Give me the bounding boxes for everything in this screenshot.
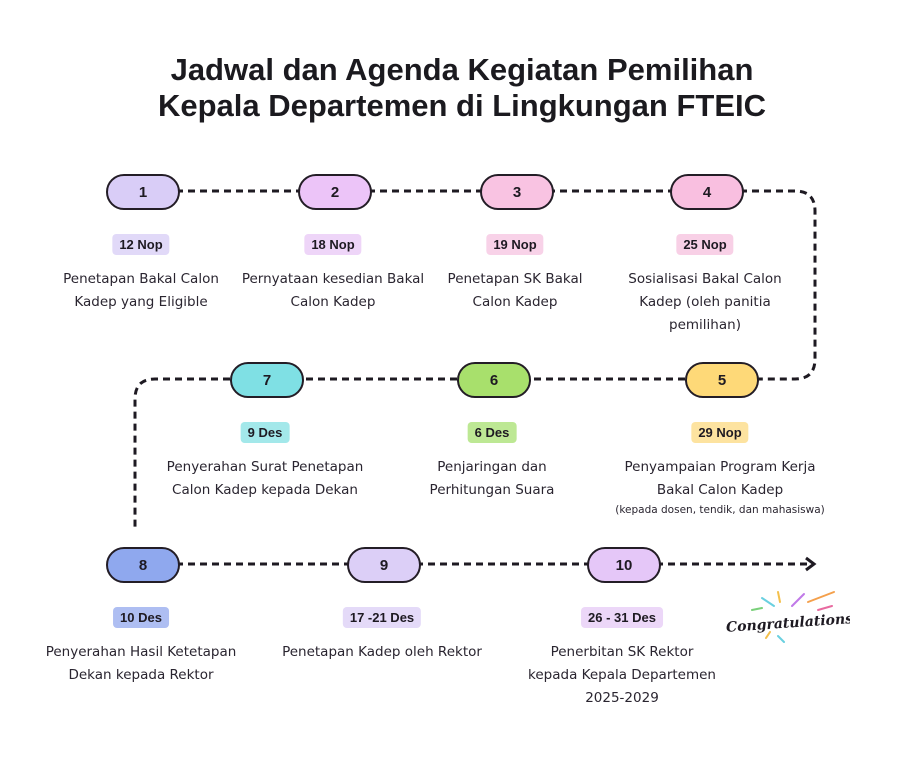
step-4-date-badge: 25 Nop: [676, 234, 734, 255]
description-line: Dekan kepada Rektor: [68, 667, 214, 683]
step-5-pill: 5: [685, 362, 759, 398]
description-line: Calon Kadep: [472, 294, 558, 310]
description-line: Bakal Calon Kadep: [656, 482, 784, 498]
step-10-pill: 10: [587, 547, 661, 583]
description-line: Penyerahan Surat Penetapan: [166, 459, 364, 475]
step-9-date-badge: 17 -21 Des: [342, 607, 422, 628]
step-9-description: Penetapan Kadep oleh Rektor: [267, 641, 497, 664]
step-6-date-badge: 6 Des: [467, 422, 517, 443]
step-1-date-badge: 12 Nop: [112, 234, 170, 255]
step-3-date-badge: 19 Nop: [486, 234, 544, 255]
description-line: Penetapan SK Bakal: [447, 271, 583, 287]
arrow-head-icon: [805, 556, 817, 572]
description-line: Perhitungan Suara: [429, 482, 555, 498]
step-6-pill: 6: [457, 362, 531, 398]
step-7-pill: 7: [230, 362, 304, 398]
step-1-pill: 1: [106, 174, 180, 210]
step-5-date-badge: 29 Nop: [691, 422, 749, 443]
description-line: Pernyataan kesedian Bakal: [241, 271, 425, 287]
congratulations-icon: Congratulations!: [726, 591, 850, 643]
description-line: Penyampaian Program Kerja: [624, 459, 816, 475]
step-2-pill: 2: [298, 174, 372, 210]
description-line: 2025-2029: [585, 690, 659, 706]
description-line: Penyerahan Hasil Ketetapan: [45, 644, 237, 660]
step-9-pill: 9: [347, 547, 421, 583]
step-2-date-badge: 18 Nop: [304, 234, 362, 255]
step-4-pill: 4: [670, 174, 744, 210]
description-line: Kadep yang Eligible: [74, 294, 208, 310]
page-title: Jadwal dan Agenda Kegiatan Pemilihan Kep…: [0, 52, 924, 124]
description-line: Kadep (oleh panitia: [639, 294, 771, 310]
step-10-description: Penerbitan SK Rektor kepada Kepala Depart…: [507, 641, 737, 710]
description-line: Sosialisasi Bakal Calon: [628, 271, 782, 287]
title-line-1: Jadwal dan Agenda Kegiatan Pemilihan: [170, 52, 754, 87]
description-line: Penetapan Bakal Calon: [63, 271, 219, 287]
step-3-pill: 3: [480, 174, 554, 210]
connector-row-2: [133, 377, 685, 530]
step-8-date-badge: 10 Des: [113, 607, 169, 628]
description-line: kepada Kepala Departemen: [528, 667, 716, 683]
description-note: (kepada dosen, tendik, dan mahasiswa): [615, 504, 825, 516]
description-line: Penetapan Kadep oleh Rektor: [282, 644, 482, 660]
connector-row-1: [176, 189, 817, 381]
description-line: Calon Kadep: [290, 294, 376, 310]
step-7-date-badge: 9 Des: [240, 422, 290, 443]
description-line: Penjaringan dan: [437, 459, 547, 475]
description-line: pemilihan): [669, 317, 741, 333]
svg-text:Congratulations!: Congratulations!: [726, 611, 850, 636]
step-8-pill: 8: [106, 547, 180, 583]
title-line-2: Kepala Departemen di Lingkungan FTEIC: [157, 88, 767, 123]
description-line: Calon Kadep kepada Dekan: [172, 482, 358, 498]
description-line: Penerbitan SK Rektor: [550, 644, 694, 660]
step-10-date-badge: 26 - 31 Des: [581, 607, 663, 628]
